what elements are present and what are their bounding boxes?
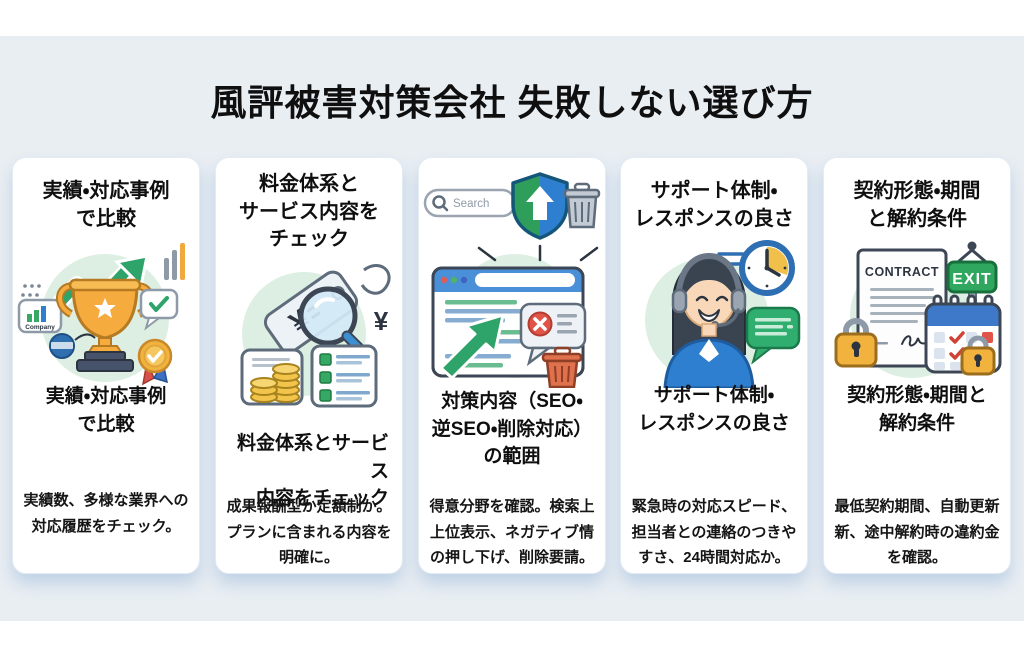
card2-top-heading: 料金体系と サービス内容を チェック (239, 173, 379, 251)
card-results-comparison: 実績・対応事例 で比較 Company (12, 157, 200, 574)
card3-description: 得意分野を確認。検索上 上位表示、ネガティブ情 の押し下げ、削除要請。 (429, 498, 595, 566)
contract-illustration: CONTRACT EXIT (834, 241, 1002, 378)
card2-mid-heading: 料金体系とサービス 内容をチェック (236, 433, 389, 510)
trash-icon (563, 182, 601, 229)
check-bubble-icon (139, 288, 179, 331)
shield-arrow-icon (511, 172, 569, 240)
card1-mid-heading: 実績・対応事例 で比較 (45, 386, 167, 435)
support-illustration (645, 240, 801, 388)
delete-trash-icon (541, 346, 583, 388)
card-support-response: サポート体制・ レスポンスの良さ (620, 157, 808, 574)
contract-document: CONTRACT (856, 248, 948, 368)
chat-bubble-icon (745, 306, 801, 365)
trophy-icon (56, 278, 154, 372)
card4-top-heading: サポート体制・ レスポンスの良さ (634, 180, 794, 230)
warning-bubble-icon (519, 302, 587, 367)
exit-sign: EXIT (946, 241, 998, 319)
support-agent (663, 252, 755, 388)
card5-mid-heading: 契約形態・期間と 解約条件 (847, 385, 987, 434)
svg-text:Company: Company (25, 324, 55, 331)
trophy-illustration: Company (17, 243, 185, 386)
card4-description: 緊急時の対応スピード、 担当者との連絡のつきや すさ、24時間対応か。 (631, 498, 797, 566)
seo-removal-illustration: Search (423, 172, 601, 388)
pricing-illustration: ¥ ¥ (240, 263, 391, 408)
coins-panel (240, 348, 304, 406)
cases-badge (49, 333, 96, 359)
card1-top-heading: 実績・対応事例 で比較 (42, 180, 170, 230)
yen-symbol: ¥ (374, 306, 389, 336)
company-badge: Company (17, 298, 63, 334)
dots-decoration (21, 284, 41, 297)
card-contract-terms: 契約形態・期間 と解約条件 CONTRACT EXIT (823, 157, 1011, 574)
search-bar: Search (423, 188, 517, 218)
card-pricing-check: 料金体系と サービス内容を チェック ¥ ¥ (215, 157, 403, 574)
radiating-lines (477, 244, 599, 262)
checklist-panel (310, 344, 378, 408)
growth-arrow-icon (439, 313, 505, 380)
card-service-scope: Search (418, 157, 606, 574)
medal-icon (137, 338, 173, 386)
card5-description: 最低契約期間、自動更新 新、途中解約時の違約金 を確認。 (834, 498, 1000, 566)
lock-icon-right (960, 335, 996, 376)
svg-text:EXIT: EXIT (952, 271, 992, 288)
card5-top-heading: 契約形態・期間 と解約条件 (853, 180, 981, 230)
lock-icon-left (834, 318, 878, 368)
card1-description: 実績数、多様な業界への 対応履歴をチェック。 (23, 492, 189, 535)
card4-mid-heading: サポート体制・ レスポンスの良さ (638, 385, 790, 434)
svg-text:CONTRACT: CONTRACT (865, 265, 939, 279)
card2-description: 成果報酬型か定額制か。 プランに含まれる内容を 明確に。 (226, 498, 392, 566)
page-title: 風評被害対策会社 失敗しない選び方 (210, 82, 814, 123)
svg-text:Search: Search (453, 198, 489, 210)
card3-mid-heading: 対策内容（SEO・ 逆SEO・削除対応） の範囲 (431, 391, 593, 468)
bar-chart-icon (164, 243, 185, 280)
